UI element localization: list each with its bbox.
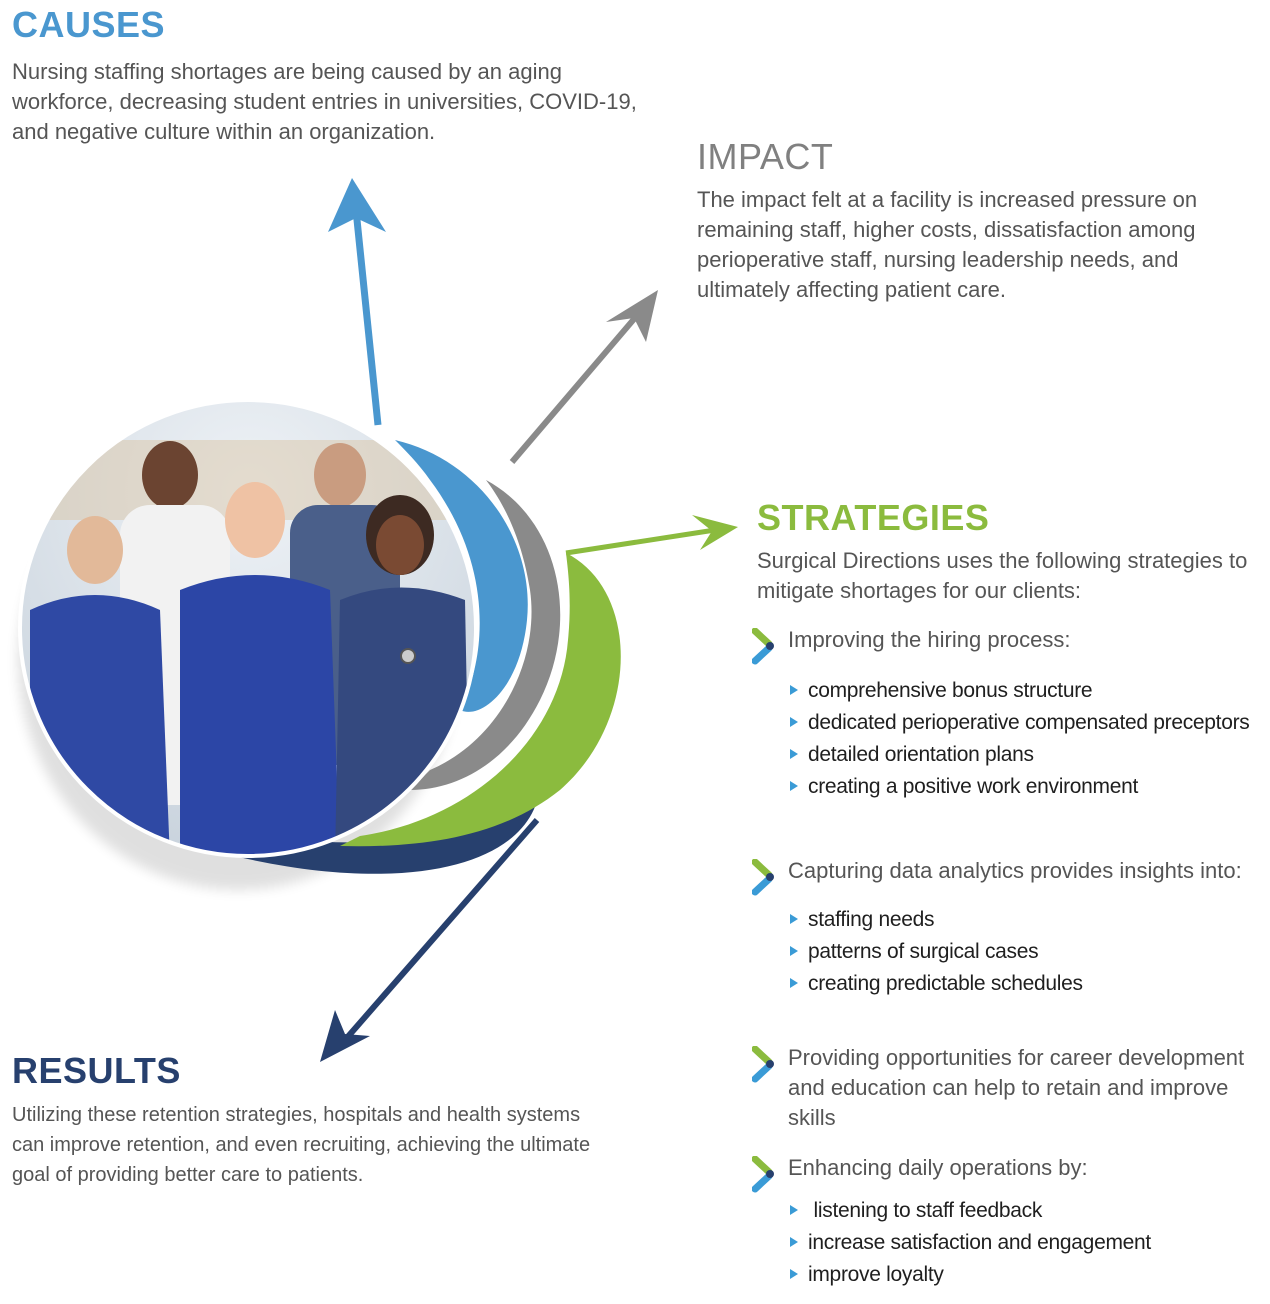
chevron-icon [752, 859, 774, 896]
triangle-bullet-icon [790, 717, 798, 727]
strategies-title: STRATEGIES [757, 497, 990, 538]
strategy-item: dedicated perioperative compensated prec… [752, 709, 1262, 736]
results-description: Utilizing these retention strategies, ho… [12, 1104, 591, 1186]
strategy-group-analytics: Capturing data analytics provides insigh… [752, 856, 1262, 1002]
triangle-bullet-icon [790, 914, 798, 924]
strategy-group-heading: Enhancing daily operations by: [788, 1155, 1088, 1180]
triangle-bullet-icon [790, 749, 798, 759]
causes-arc [395, 440, 528, 712]
chevron-icon [752, 1046, 774, 1083]
triangle-bullet-icon [790, 685, 798, 695]
strategies-arrow [565, 515, 738, 556]
impact-description: The impact felt at a facility is increas… [697, 187, 1198, 302]
strategy-group-heading: Providing opportunities for career devel… [788, 1045, 1245, 1130]
causes-title: CAUSES [12, 4, 166, 45]
triangle-bullet-icon [790, 1205, 798, 1215]
impact-arrow [509, 290, 658, 464]
chevron-icon [752, 1156, 774, 1193]
triangle-bullet-icon [790, 1237, 798, 1247]
impact-title: IMPACT [697, 136, 834, 177]
strategies-intro: Surgical Directions uses the following s… [757, 548, 1248, 603]
strategy-group-heading: Improving the hiring process: [788, 627, 1071, 652]
strategy-item: creating predictable schedules [752, 970, 1262, 997]
causes-description: Nursing staffing shortages are being cau… [12, 59, 637, 144]
triangle-bullet-icon [790, 781, 798, 791]
strategies-arc [340, 553, 621, 847]
strategy-group-heading: Capturing data analytics provides insigh… [788, 858, 1242, 883]
impact-arc [410, 480, 561, 790]
strategy-item: patterns of surgical cases [752, 938, 1262, 965]
triangle-bullet-icon [790, 978, 798, 988]
strategy-group-career: Providing opportunities for career devel… [752, 1043, 1262, 1133]
strategy-item: detailed orientation plans [752, 741, 1262, 768]
strategy-item: increase satisfaction and engagement [752, 1229, 1262, 1256]
results-arrow [320, 818, 540, 1062]
causes-arrow [328, 178, 386, 426]
healthcare-team-photo [18, 398, 478, 858]
strategy-item: creating a positive work environment [752, 773, 1262, 800]
strategy-item: listening to staff feedback [752, 1197, 1262, 1224]
strategy-item: staffing needs [752, 906, 1262, 933]
results-title: RESULTS [12, 1050, 181, 1091]
strategy-item: comprehensive bonus structure [752, 677, 1262, 704]
strategy-item: improve loyalty [752, 1261, 1262, 1288]
chevron-icon [752, 628, 774, 665]
strategy-group-operations: Enhancing daily operations by: listening… [752, 1153, 1262, 1293]
triangle-bullet-icon [790, 946, 798, 956]
strategy-group-hiring: Improving the hiring process: comprehens… [752, 625, 1262, 805]
triangle-bullet-icon [790, 1269, 798, 1279]
